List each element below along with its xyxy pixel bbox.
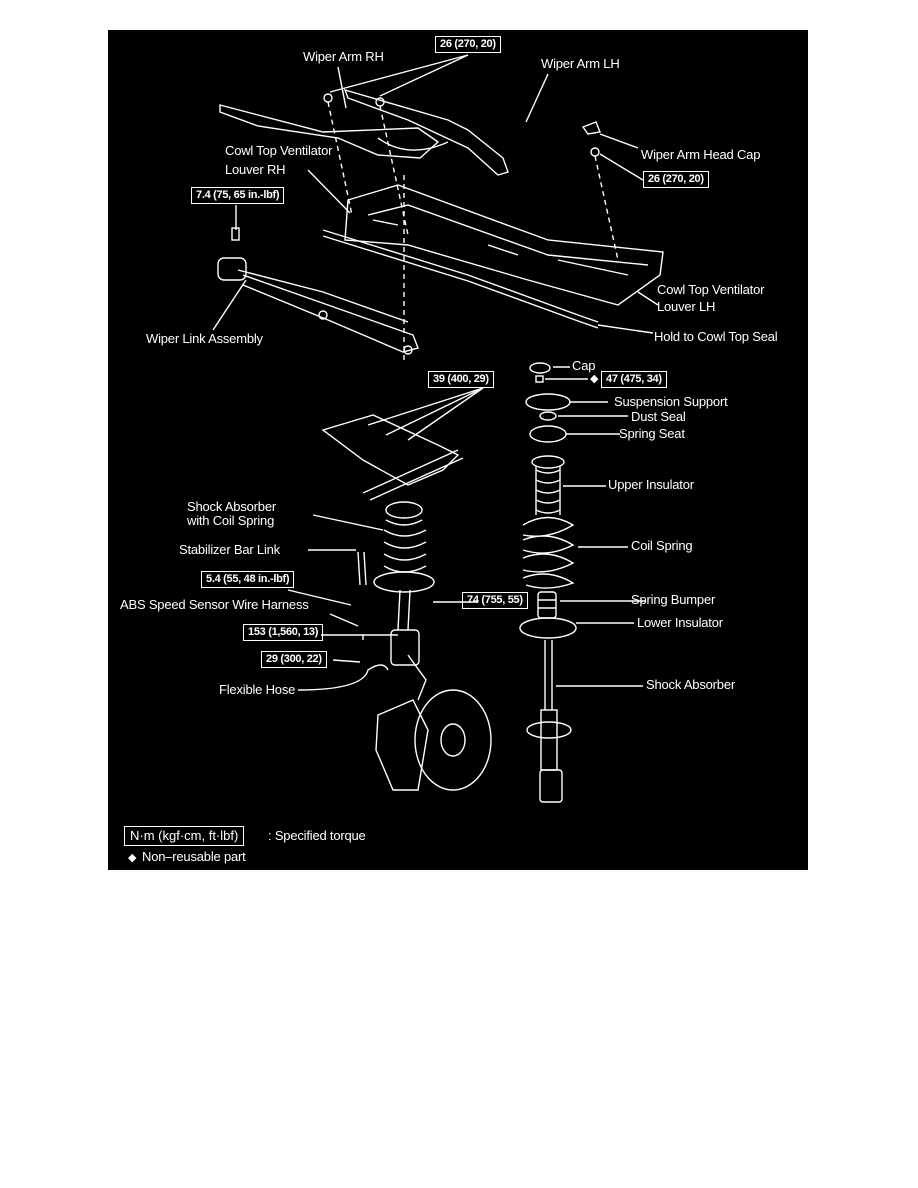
wiper-arm-rh-drawing	[219, 104, 449, 159]
legend-diamond-icon: ◆	[128, 852, 137, 864]
torque-knuckle-bolts: 153 (1,560, 13)	[243, 624, 324, 641]
label-wiper-arm-head-cap: Wiper Arm Head Cap	[641, 147, 761, 162]
legend-unit-box: N·m (kgf·cm, ft·lbf)	[124, 826, 245, 846]
label-shock-coil-line2: with Coil Spring	[187, 513, 275, 528]
stabilizer-link-drawing	[357, 551, 367, 586]
torque-head-cap-nut: 26 (270, 20)	[643, 171, 709, 188]
label-flexible-hose: Flexible Hose	[219, 682, 296, 697]
exploded-view-drawing	[212, 54, 664, 803]
nonreusable-marker: ◆	[590, 373, 599, 385]
label-cowl-lh-line1: Cowl Top Ventilator	[657, 282, 765, 297]
coil-spring-drawing	[522, 516, 575, 589]
torque-support-nuts: 39 (400, 29)	[428, 371, 494, 388]
label-shock-absorber: Shock Absorber	[646, 677, 735, 692]
strut-assembly-drawing	[373, 501, 435, 666]
suspension-support-drawing	[525, 393, 571, 411]
cowl-louver-drawing	[344, 184, 664, 306]
label-wiper-arm-lh: Wiper Arm LH	[541, 56, 620, 71]
label-lower-insulator: Lower Insulator	[637, 615, 723, 630]
head-cap-drawing	[581, 121, 601, 135]
flexible-hose-drawing	[297, 664, 389, 691]
label-coil-spring: Coil Spring	[631, 538, 693, 553]
cowl-seal-drawing	[322, 229, 599, 329]
cap-drawing	[529, 362, 551, 374]
label-wiper-arm-rh: Wiper Arm RH	[303, 49, 384, 64]
knuckle-disc-drawing	[375, 654, 492, 791]
torque-wiper-link-bolt: 7.4 (75, 65 in.-lbf)	[191, 187, 285, 204]
label-abs-harness: ABS Speed Sensor Wire Harness	[120, 597, 309, 612]
label-upper-insulator: Upper Insulator	[608, 477, 694, 492]
body-panel-drawing	[321, 414, 464, 501]
label-dust-seal: Dust Seal	[631, 409, 686, 424]
label-hold-cowl-seal: Hold to Cowl Top Seal	[654, 329, 778, 344]
torque-wiper-arm-nuts: 26 (270, 20)	[435, 36, 501, 53]
dust-seal-drawing	[539, 411, 557, 421]
label-wiper-link: Wiper Link Assembly	[146, 331, 263, 346]
spring-seat-drawing	[529, 425, 567, 443]
wiper-arm-lh-drawing	[343, 88, 509, 176]
lower-insulator-drawing	[519, 617, 577, 639]
label-cowl-lh-line2: Louver LH	[657, 299, 716, 314]
label-cap: Cap	[572, 358, 596, 373]
shock-absorber-drawing	[526, 640, 572, 803]
label-spring-bumper: Spring Bumper	[631, 592, 716, 607]
label-shock-coil-line1: Shock Absorber	[187, 499, 276, 514]
diagram-panel: Wiper Arm RH 26 (270, 20) Wiper Arm LH W…	[108, 30, 808, 870]
torque-stabilizer-nut: 5.4 (55, 48 in.-lbf)	[201, 571, 295, 588]
torque-hose-bolt: 29 (300, 22)	[261, 651, 327, 668]
torque-harness-bolt: 74 (755, 55)	[462, 592, 528, 609]
label-stabilizer-link: Stabilizer Bar Link	[179, 542, 280, 557]
spring-bumper-drawing	[537, 591, 557, 619]
wiper-link-drawing	[217, 257, 419, 355]
label-spring-seat: Spring Seat	[619, 426, 685, 441]
label-cowl-rh-line2: Louver RH	[225, 162, 286, 177]
legend-torque-text: : Specified torque	[268, 828, 366, 843]
label-cowl-rh-line1: Cowl Top Ventilator	[225, 143, 333, 158]
torque-support-center-nut: 47 (475, 34)	[601, 371, 667, 388]
upper-insulator-drawing	[531, 455, 565, 515]
legend-nonreusable-text: Non–reusable part	[142, 849, 246, 864]
label-suspension-support: Suspension Support	[614, 394, 728, 409]
